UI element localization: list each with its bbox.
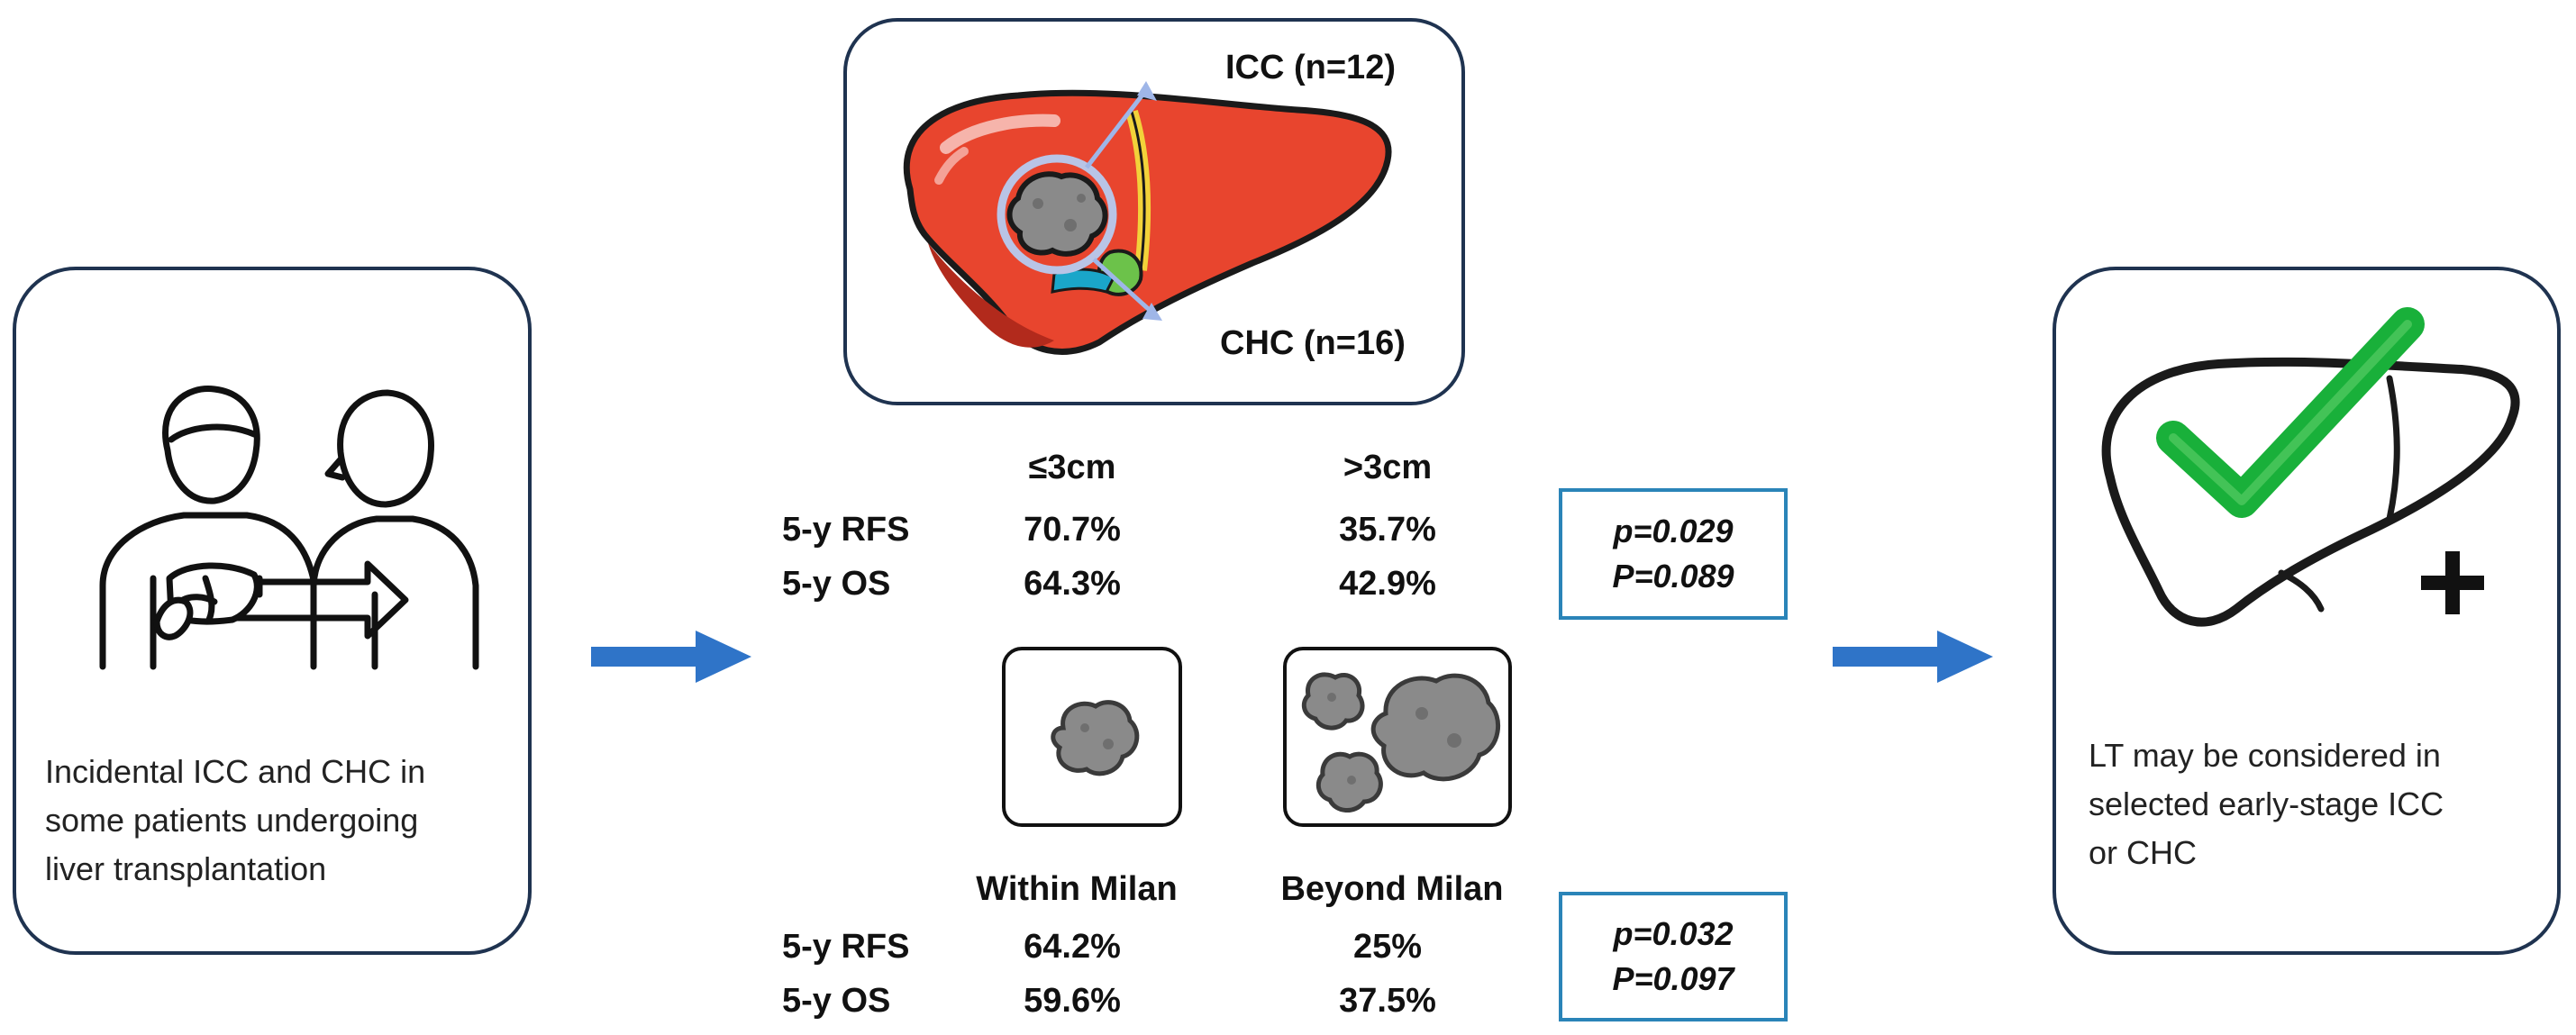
- milan-p-value-box: p=0.032 P=0.097: [1559, 892, 1788, 1021]
- size-row-value: 70.7%: [1024, 511, 1121, 549]
- size-col2-header: >3cm: [1343, 449, 1433, 486]
- size-row-value: 64.3%: [1024, 565, 1121, 603]
- size-row-label: 5-y RFS: [782, 511, 910, 549]
- small-tumor-icon: [1051, 700, 1140, 776]
- p-value: P=0.097: [1612, 960, 1734, 997]
- p-value: P=0.089: [1612, 558, 1734, 595]
- size-row-label: 5-y OS: [782, 565, 891, 603]
- size-p-value-box: p=0.029 P=0.089: [1559, 488, 1788, 620]
- milan-row-value: 64.2%: [1024, 928, 1121, 966]
- p-value: p=0.029: [1613, 513, 1734, 549]
- multiple-tumors-box: [1283, 647, 1512, 827]
- patients-transplant-icon: [99, 386, 479, 670]
- milan-col1-header: Within Milan: [976, 870, 1178, 908]
- size-col1-header: ≤3cm: [1028, 449, 1116, 486]
- right-panel: LT may be considered in selected early-s…: [2053, 267, 2561, 955]
- milan-row-value: 37.5%: [1339, 982, 1436, 1020]
- milan-row-label: 5-y RFS: [782, 928, 910, 966]
- liver-panel: ICC (n=12) CHC (n=16): [843, 18, 1465, 405]
- liver-check-plus-icon: [2101, 307, 2520, 627]
- size-row-value: 35.7%: [1339, 511, 1436, 549]
- left-panel: Incidental ICC and CHC in some patients …: [13, 267, 532, 955]
- milan-col2-header: Beyond Milan: [1280, 870, 1504, 908]
- flow-arrow-icon: [591, 631, 751, 683]
- chc-label: CHC (n=16): [1220, 324, 1406, 362]
- milan-row-value: 59.6%: [1024, 982, 1121, 1020]
- left-caption: Incidental ICC and CHC in some patients …: [45, 753, 426, 887]
- p-value: p=0.032: [1613, 915, 1734, 952]
- icc-label: ICC (n=12): [1225, 49, 1396, 86]
- right-caption: LT may be considered in selected early-s…: [2089, 737, 2444, 871]
- size-row-value: 42.9%: [1339, 565, 1436, 603]
- milan-row-label: 5-y OS: [782, 982, 891, 1020]
- flow-arrow-icon: [1833, 631, 1993, 683]
- liver-tumor-icon: [903, 81, 1392, 355]
- small-tumor-box: [1002, 647, 1182, 827]
- milan-row-value: 25%: [1352, 928, 1423, 966]
- multiple-tumors-icon: [1301, 672, 1501, 813]
